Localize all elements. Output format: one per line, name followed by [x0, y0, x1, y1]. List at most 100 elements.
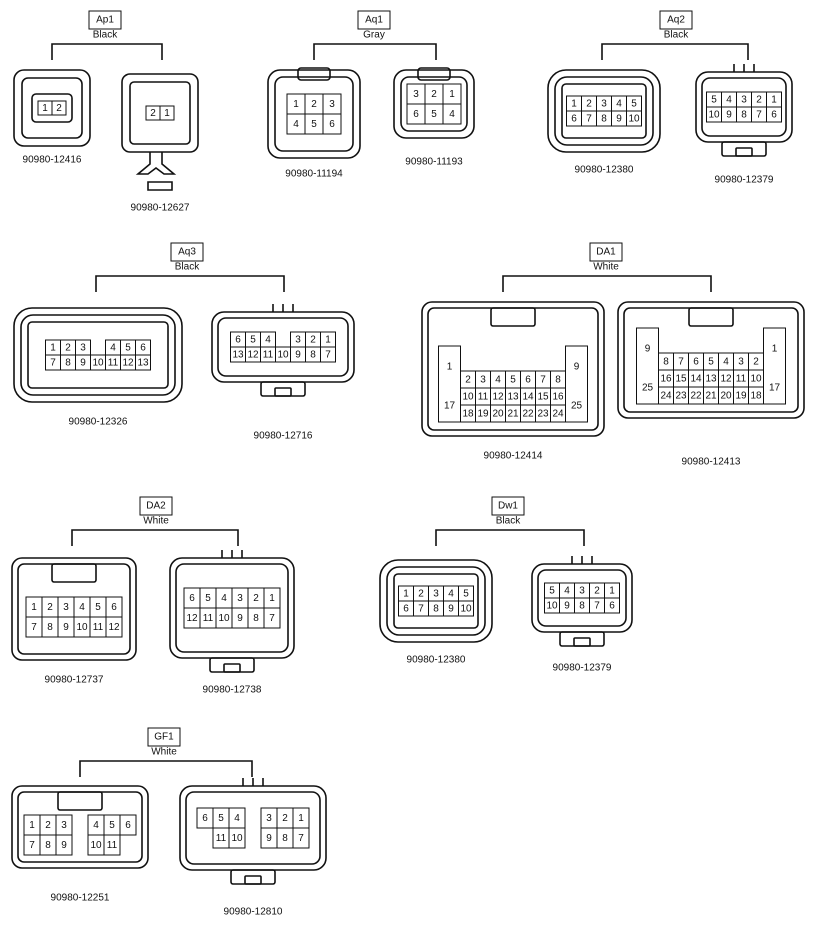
pin-number: 10	[92, 358, 104, 369]
pin-number: 3	[738, 357, 744, 368]
pin-number: 2	[310, 335, 316, 346]
pin-number: 17	[444, 401, 456, 412]
bracket-line	[71, 529, 239, 546]
pin-number: 3	[266, 813, 272, 824]
bracket-line	[313, 43, 437, 60]
pin-number: 21	[705, 391, 717, 402]
pin-number: 1	[609, 586, 615, 597]
pin-number: 6	[693, 357, 699, 368]
connector-id-label: Ap1	[96, 15, 114, 26]
pin-number: 13	[232, 350, 244, 361]
pin-number: 9	[237, 613, 243, 624]
pin-number: 6	[403, 604, 409, 615]
pin-number: 1	[269, 593, 275, 604]
part-number-label: 90980-12380	[575, 165, 634, 176]
pin-number: 5	[125, 343, 131, 354]
pin-number: 2	[45, 820, 51, 831]
pin-number: 2	[753, 357, 759, 368]
pin-number: 3	[80, 343, 86, 354]
connector-color-label: White	[143, 516, 169, 527]
pin-number: 3	[480, 375, 486, 386]
pin-number: 3	[413, 89, 419, 100]
pin-number: 6	[125, 820, 131, 831]
pin-number: 8	[555, 375, 561, 386]
pin-number: 3	[329, 99, 335, 110]
pin-number: 20	[492, 409, 504, 420]
pin-cell	[442, 103, 462, 125]
bracket-line	[95, 275, 285, 292]
connector-color-label: Black	[93, 30, 118, 41]
pin-number: 3	[741, 95, 747, 106]
pin-cell	[228, 827, 246, 849]
bracket-line	[79, 760, 253, 777]
bracket-line	[435, 529, 585, 546]
pin-number: 10	[628, 114, 640, 125]
pin-number: 10	[218, 613, 230, 624]
pin-number: 9	[726, 110, 732, 121]
pin-number: 16	[660, 374, 672, 385]
pin-number: 9	[564, 601, 570, 612]
part-number-label: 90980-12380	[407, 655, 466, 666]
pin-number: 6	[525, 375, 531, 386]
pin-number: 7	[418, 604, 424, 615]
pin-number: 10	[90, 840, 102, 851]
pin-number: 1	[403, 589, 409, 600]
pin-number: 21	[507, 409, 519, 420]
part-number-label: 90980-12379	[553, 663, 612, 674]
pin-cell	[103, 834, 121, 856]
pin-number: 3	[61, 820, 67, 831]
pin-number: 4	[564, 586, 570, 597]
pin-number: 10	[460, 604, 472, 615]
connector-color-label: White	[593, 262, 619, 273]
pin-number: 1	[164, 108, 170, 119]
pin-number: 7	[269, 613, 275, 624]
pin-number: 6	[771, 110, 777, 121]
pin-number: 19	[735, 391, 747, 402]
pin-number: 12	[492, 392, 504, 403]
pin-number: 10	[750, 374, 762, 385]
pin-number: 1	[325, 335, 331, 346]
pin-number: 2	[418, 589, 424, 600]
pin-number: 7	[540, 375, 546, 386]
pin-number: 4	[110, 343, 116, 354]
pin-number: 8	[433, 604, 439, 615]
pin-number: 2	[431, 89, 437, 100]
pin-number: 23	[675, 391, 687, 402]
pin-number: 4	[221, 593, 227, 604]
pin-number: 4	[495, 375, 501, 386]
pin-number: 5	[109, 820, 115, 831]
pin-cell	[159, 105, 175, 121]
pin-number: 8	[45, 840, 51, 851]
pin-number: 2	[756, 95, 762, 106]
pin-number: 9	[63, 622, 69, 633]
pin-number: 9	[448, 604, 454, 615]
part-number-label: 90980-12810	[224, 907, 283, 918]
pin-number: 9	[80, 358, 86, 369]
pin-number: 12	[186, 613, 198, 624]
part-number-label: 90980-12716	[254, 431, 313, 442]
pin-number: 1	[42, 103, 48, 114]
pin-number: 13	[137, 358, 149, 369]
part-number-label: 90980-12251	[51, 893, 110, 904]
pin-number: 2	[150, 108, 156, 119]
pin-cell	[626, 110, 642, 127]
pin-number: 5	[463, 589, 469, 600]
pin-cell	[51, 100, 67, 116]
pin-number: 8	[663, 357, 669, 368]
part-number-label: 90980-12627	[131, 203, 190, 214]
pin-number: 3	[601, 99, 607, 110]
pin-number: 17	[769, 383, 781, 394]
pin-number: 7	[50, 358, 56, 369]
pin-number: 7	[29, 840, 35, 851]
